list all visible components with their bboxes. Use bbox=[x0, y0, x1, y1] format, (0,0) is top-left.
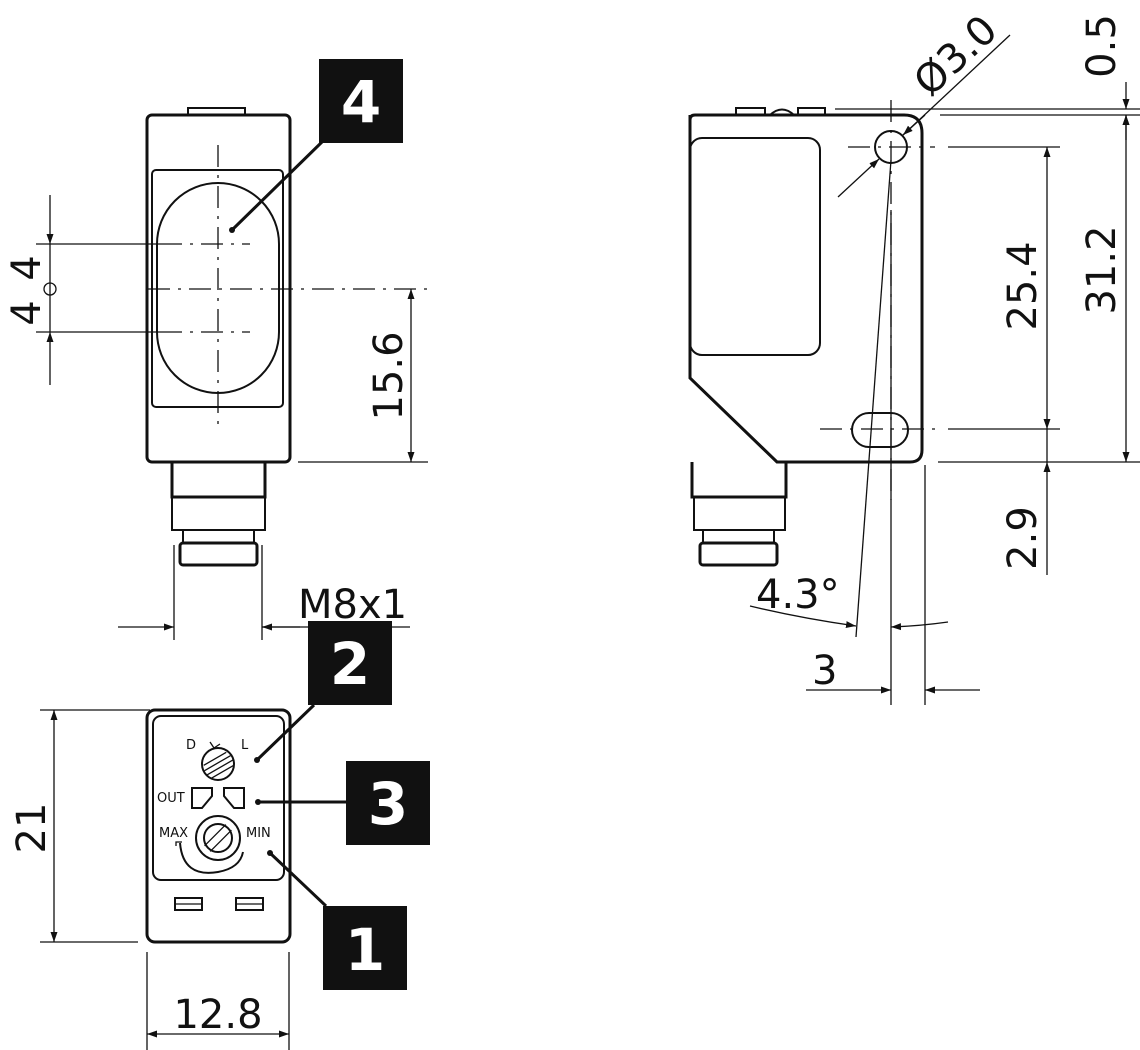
dimension-offset-top-label: 0.5 bbox=[1079, 14, 1125, 78]
dimension-spacing-lower: 4 bbox=[4, 300, 50, 325]
dimension-offset-side-label: 3 bbox=[812, 648, 837, 694]
dimension-offset-bottom-label: 2.9 bbox=[1000, 506, 1046, 570]
dimension-width-face: 12.8 bbox=[146, 952, 290, 1050]
dimension-width-face-label: 12.8 bbox=[173, 992, 262, 1038]
callout-2: 2 bbox=[254, 621, 392, 763]
dimension-hole-spacing-label: 25.4 bbox=[1000, 241, 1046, 330]
dimension-angle: 4.3° bbox=[749, 572, 949, 631]
callout-3-number: 3 bbox=[368, 770, 408, 838]
dimension-thread-label: M8x1 bbox=[298, 582, 407, 628]
dimension-offset-bottom: 2.9 bbox=[1000, 429, 1051, 575]
callout-1: 1 bbox=[267, 850, 407, 990]
face-view: D L OUT MAX MIN bbox=[145, 708, 292, 944]
callout-2-number: 2 bbox=[330, 630, 370, 698]
dimension-hole-diameter-label: Ø3.0 bbox=[905, 7, 1006, 106]
callout-4-number: 4 bbox=[341, 68, 381, 136]
front-view bbox=[145, 107, 430, 567]
dimension-offset-side: 3 bbox=[806, 648, 980, 694]
callout-3: 3 bbox=[255, 761, 430, 845]
dimension-15-6-label: 15.6 bbox=[366, 331, 412, 420]
dimension-height-total: 31.2 bbox=[938, 115, 1140, 463]
pot-label-max: MAX bbox=[159, 826, 188, 841]
dimension-angle-label: 4.3° bbox=[756, 572, 840, 618]
callout-4: 4 bbox=[229, 59, 403, 233]
side-view bbox=[688, 107, 924, 567]
dimension-spacing-upper: 4 bbox=[4, 255, 50, 280]
dimension-height-face: 21 bbox=[9, 709, 150, 943]
dimension-thread: M8x1 bbox=[118, 545, 410, 640]
pot-label-min: MIN bbox=[246, 826, 271, 841]
dimension-hole-diameter: Ø3.0 bbox=[837, 7, 1011, 198]
dimension-height-total-label: 31.2 bbox=[1079, 225, 1125, 314]
dimension-hole-spacing: 25.4 bbox=[948, 146, 1060, 430]
dimension-offset-top: 0.5 bbox=[835, 14, 1140, 140]
dimension-height-axis: 15.6 bbox=[298, 289, 428, 463]
switch-label-light: L bbox=[241, 738, 249, 753]
dimension-spacing: 4 4 bbox=[4, 195, 160, 385]
hole-axes bbox=[820, 100, 935, 705]
callout-1-number: 1 bbox=[345, 916, 385, 984]
output-label: OUT bbox=[157, 791, 185, 806]
switch-label-dark: D bbox=[186, 738, 196, 753]
dimension-height-face-label: 21 bbox=[9, 803, 55, 854]
